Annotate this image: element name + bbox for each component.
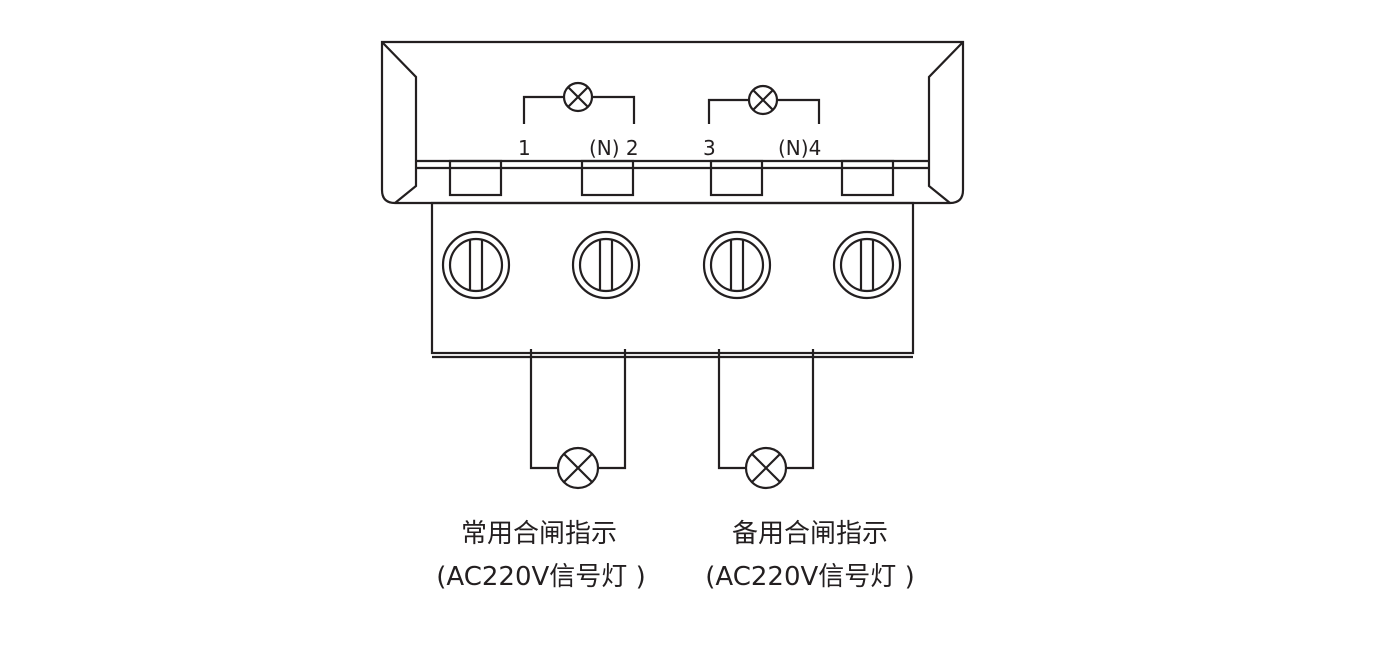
- screw-terminal-3: [702, 230, 772, 300]
- terminal-label-4: (N)4: [778, 136, 821, 160]
- caption-normal-title: 常用合闸指示: [461, 519, 617, 549]
- terminal-block: [430, 201, 915, 359]
- screw-terminal-1: [441, 230, 511, 300]
- normal-close-indicator-circuit: [529, 349, 627, 490]
- terminal-housing: [380, 40, 965, 205]
- terminal-label-2: (N) 2: [589, 136, 639, 160]
- top-lamp-right: [707, 84, 821, 124]
- caption-standby-sub: (AC220V信号灯 ): [705, 562, 914, 592]
- terminal-label-3: 3: [703, 136, 716, 160]
- caption-standby-title: 备用合闸指示: [732, 519, 888, 549]
- caption-normal-sub: (AC220V信号灯 ): [436, 562, 645, 592]
- screw-terminal-4: [832, 230, 902, 300]
- terminal-label-1: 1: [518, 136, 531, 160]
- screw-terminal-2: [571, 230, 641, 300]
- top-lamp-left: [522, 81, 636, 124]
- standby-close-indicator-circuit: [717, 349, 815, 490]
